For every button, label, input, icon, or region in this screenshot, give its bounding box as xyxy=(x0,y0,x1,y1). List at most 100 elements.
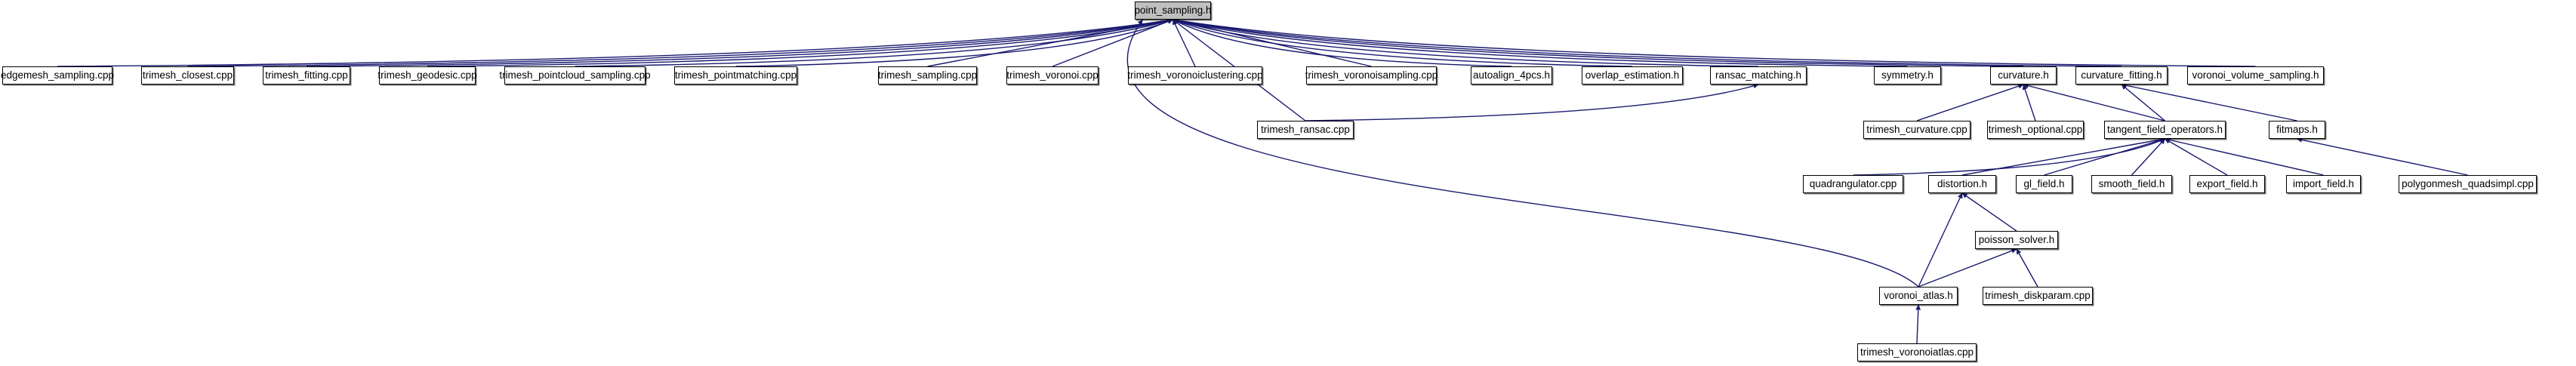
graph-node-label: trimesh_ransac.cpp xyxy=(1261,124,1350,136)
graph-edge-trimesh_fitting-to-point_sampling xyxy=(306,17,1173,67)
graph-node-label: curvature_fitting.h xyxy=(2081,69,2162,82)
graph-node-trimesh_pointcloud_sampling[interactable]: trimesh_pointcloud_sampling.cpp xyxy=(499,66,651,85)
graph-node-distortion[interactable]: distortion.h xyxy=(1928,175,1996,193)
graph-node-label: polygonmesh_quadsimpl.cpp xyxy=(2402,178,2534,190)
graph-node-label: trimesh_curvature.cpp xyxy=(1866,124,1967,136)
graph-node-quadrangulator[interactable]: quadrangulator.cpp xyxy=(1803,175,1903,193)
graph-node-ransac_matching[interactable]: ransac_matching.h xyxy=(1710,66,1807,85)
graph-node-label: trimesh_pointmatching.cpp xyxy=(674,69,797,82)
graph-node-trimesh_curvature[interactable]: trimesh_curvature.cpp xyxy=(1863,121,1971,139)
graph-node-label: point_sampling.h xyxy=(1134,5,1212,17)
graph-node-import_field[interactable]: import_field.h xyxy=(2286,175,2361,193)
graph-node-label: smooth_field.h xyxy=(2098,178,2165,190)
graph-edge-smooth_field-to-tangent_field_operators xyxy=(2131,138,2166,176)
graph-edge-curvature_fitting-to-point_sampling xyxy=(1172,17,2122,67)
graph-node-voronoi_volume_sampling[interactable]: voronoi_volume_sampling.h xyxy=(2187,66,2324,85)
graph-node-trimesh_voronoisampling[interactable]: trimesh_voronoisampling.cpp xyxy=(1305,66,1438,85)
graph-edge-tangent_field_operators-to-curvature xyxy=(2023,83,2165,121)
graph-node-smooth_field[interactable]: smooth_field.h xyxy=(2091,175,2172,193)
graph-node-label: trimesh_voronoi.cpp xyxy=(1006,69,1098,82)
graph-node-trimesh_closest[interactable]: trimesh_closest.cpp xyxy=(141,66,234,85)
graph-edge-voronoi_volume_sampling-to-point_sampling xyxy=(1172,17,2256,67)
graph-edge-overlap_estimation-to-point_sampling xyxy=(1172,19,1633,67)
graph-node-edgemesh_sampling[interactable]: edgemesh_sampling.cpp xyxy=(1,66,114,85)
graph-node-label: overlap_estimation.h xyxy=(1585,69,1680,82)
graph-node-trimesh_voronoiclustering[interactable]: trimesh_voronoiclustering.cpp xyxy=(1127,66,1263,85)
graph-edge-trimesh_pointmatching-to-point_sampling xyxy=(735,19,1173,67)
graph-edge-symmetry-to-point_sampling xyxy=(1172,18,1908,67)
graph-node-label: tangent_field_operators.h xyxy=(2106,124,2223,136)
graph-node-fitmaps[interactable]: fitmaps.h xyxy=(2269,121,2325,139)
graph-node-label: ransac_matching.h xyxy=(1715,69,1802,82)
graph-edge-voronoi_atlas-to-poisson_solver xyxy=(1918,248,2017,288)
graph-edge-poisson_solver-to-distortion xyxy=(1961,192,2017,232)
graph-edge-trimesh_closest-to-point_sampling xyxy=(187,17,1173,67)
graph-node-label: trimesh_sampling.cpp xyxy=(877,69,978,82)
graph-node-symmetry[interactable]: symmetry.h xyxy=(1874,66,1941,85)
graph-edge-autoalign_4pcs-to-point_sampling xyxy=(1172,19,1512,67)
graph-node-label: voronoi_atlas.h xyxy=(1884,290,1953,302)
graph-node-label: voronoi_volume_sampling.h xyxy=(2192,69,2319,82)
graph-node-label: gl_field.h xyxy=(2023,178,2065,190)
graph-node-tangent_field_operators[interactable]: tangent_field_operators.h xyxy=(2104,121,2226,139)
graph-node-label: autoalign_4pcs.h xyxy=(1472,69,1551,82)
graph-node-label: poisson_solver.h xyxy=(1978,234,2055,246)
graph-node-label: trimesh_optional.cpp xyxy=(1988,124,2083,136)
graph-edge-trimesh_voronoisampling-to-point_sampling xyxy=(1172,18,1372,67)
graph-node-trimesh_ransac[interactable]: trimesh_ransac.cpp xyxy=(1257,121,1354,139)
graph-node-voronoi_atlas[interactable]: voronoi_atlas.h xyxy=(1879,287,1958,305)
graph-node-curvature[interactable]: curvature.h xyxy=(1990,66,2057,85)
graph-edge-trimesh_curvature-to-curvature xyxy=(1916,83,2024,121)
graph-node-trimesh_geodesic[interactable]: trimesh_geodesic.cpp xyxy=(377,66,477,85)
graph-node-label: export_field.h xyxy=(2196,178,2258,190)
graph-node-trimesh_voronoiatlas[interactable]: trimesh_voronoiatlas.cpp xyxy=(1857,343,1977,361)
graph-edge-distortion-to-tangent_field_operators xyxy=(1961,137,2165,176)
graph-edge-gl_field-to-tangent_field_operators xyxy=(2044,137,2165,176)
graph-node-trimesh_pointmatching[interactable]: trimesh_pointmatching.cpp xyxy=(674,66,797,85)
graph-node-overlap_estimation[interactable]: overlap_estimation.h xyxy=(1582,66,1683,85)
graph-edge-voronoi_atlas-to-point_sampling xyxy=(1126,19,1919,288)
graph-node-label: trimesh_pointcloud_sampling.cpp xyxy=(499,69,651,82)
graph-node-curvature_fitting[interactable]: curvature_fitting.h xyxy=(2075,66,2168,85)
graph-node-label: edgemesh_sampling.cpp xyxy=(0,69,115,82)
graph-edge-ransac_matching-to-point_sampling xyxy=(1172,18,1759,67)
graph-edge-quadrangulator-to-tangent_field_operators xyxy=(1853,138,2165,176)
graph-edge-trimesh_curvature_optional-to-curvature xyxy=(2022,84,2036,121)
graph-node-label: trimesh_voronoiatlas.cpp xyxy=(1860,346,1974,358)
graph-node-export_field[interactable]: export_field.h xyxy=(2189,175,2265,193)
graph-edge-trimesh_geodesic-to-point_sampling xyxy=(427,18,1173,67)
graph-edge-voronoi_atlas-to-distortion xyxy=(1918,192,1963,288)
graph-edge-trimesh_pointcloud_sampling-to-point_sampling xyxy=(575,18,1173,67)
graph-node-label: trimesh_geodesic.cpp xyxy=(377,69,477,82)
graph-node-label: trimesh_voronoiclustering.cpp xyxy=(1127,69,1263,82)
graph-node-label: fitmaps.h xyxy=(2276,124,2318,136)
graph-node-label: trimesh_voronoisampling.cpp xyxy=(1305,69,1438,82)
graph-node-point_sampling[interactable]: point_sampling.h xyxy=(1134,2,1212,20)
graph-node-autoalign_4pcs[interactable]: autoalign_4pcs.h xyxy=(1471,66,1552,85)
graph-edge-trimesh_sampling-to-point_sampling xyxy=(927,17,1173,67)
graph-edge-curvature-to-point_sampling xyxy=(1172,17,2024,67)
graph-node-label: trimesh_diskparam.cpp xyxy=(1985,290,2091,302)
graph-node-gl_field[interactable]: gl_field.h xyxy=(2016,175,2072,193)
graph-edge-tangent_field_operators-to-curvature_fitting xyxy=(2121,84,2165,121)
graph-node-trimesh_curvature_optional[interactable]: trimesh_optional.cpp xyxy=(1987,121,2084,139)
graph-node-poisson_solver[interactable]: poisson_solver.h xyxy=(1975,231,2058,249)
graph-edge-trimesh_ransac-to-ransac_matching xyxy=(1305,83,1759,121)
graph-edge-trimesh_diskparam-to-poisson_solver xyxy=(2016,248,2038,288)
graph-node-trimesh_fitting[interactable]: trimesh_fitting.cpp xyxy=(263,66,350,85)
graph-node-trimesh_diskparam[interactable]: trimesh_diskparam.cpp xyxy=(1983,287,2093,305)
graph-edge-edgemesh_sampling-to-point_sampling xyxy=(57,17,1173,67)
graph-edge-export_field-to-tangent_field_operators xyxy=(2165,138,2228,176)
graph-node-label: quadrangulator.cpp xyxy=(1809,178,1897,190)
graph-node-label: symmetry.h xyxy=(1881,69,1934,82)
graph-node-polygonmesh_quadsimpl[interactable]: polygonmesh_quadsimpl.cpp xyxy=(2399,175,2537,193)
graph-node-label: trimesh_fitting.cpp xyxy=(265,69,348,82)
graph-node-trimesh_voronoi[interactable]: trimesh_voronoi.cpp xyxy=(1006,66,1098,85)
graph-node-label: import_field.h xyxy=(2292,178,2355,190)
graph-node-label: curvature.h xyxy=(1998,69,2049,82)
graph-edge-import_field-to-tangent_field_operators xyxy=(2165,137,2324,176)
graph-edge-trimesh_voronoiatlas-to-voronoi_atlas xyxy=(1915,304,1921,344)
graph-node-trimesh_sampling[interactable]: trimesh_sampling.cpp xyxy=(878,66,977,85)
graph-edge-trimesh_voronoiclustering-to-point_sampling xyxy=(1172,19,1196,67)
